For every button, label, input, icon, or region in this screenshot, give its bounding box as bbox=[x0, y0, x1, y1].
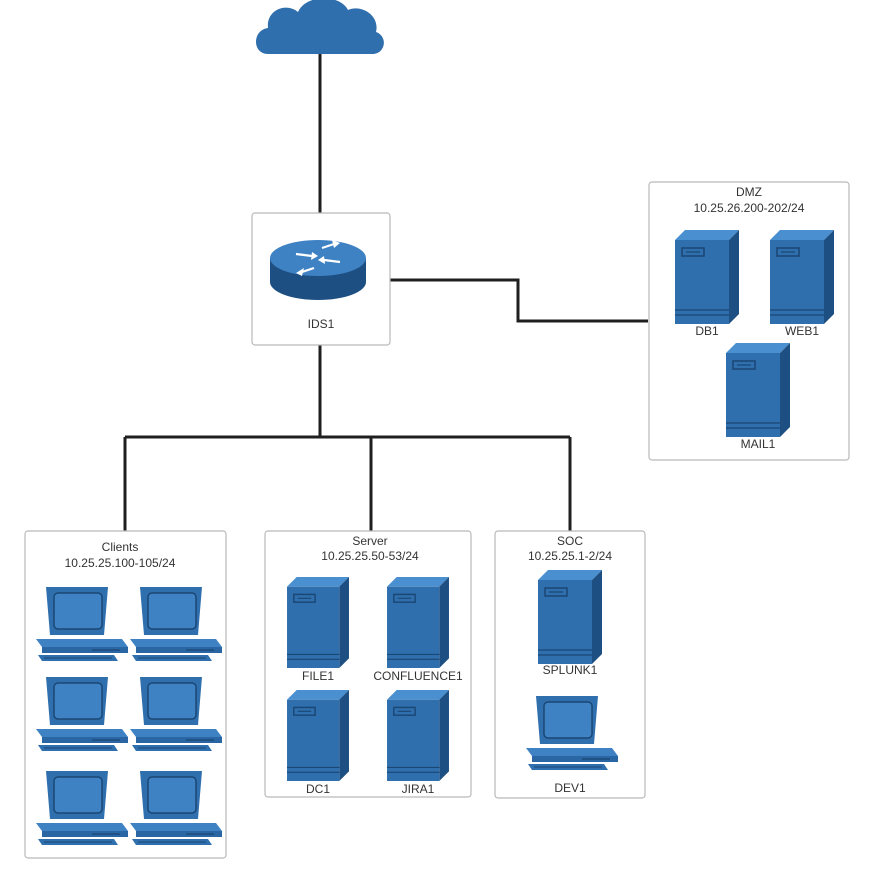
clients-subnet: 10.25.25.100-105/24 bbox=[65, 556, 176, 570]
server-icon bbox=[726, 343, 790, 437]
server-subnet: 10.25.25.50-53/24 bbox=[321, 549, 419, 563]
server-label-db1: DB1 bbox=[695, 324, 719, 338]
router-label: IDS1 bbox=[308, 317, 335, 331]
server-icon bbox=[538, 570, 602, 664]
dmz-title: DMZ bbox=[736, 185, 762, 199]
server-icon bbox=[387, 690, 449, 781]
soc-title: SOC bbox=[557, 534, 583, 548]
dmz-subnet: 10.25.26.200-202/24 bbox=[694, 201, 805, 215]
server-icon bbox=[387, 577, 449, 668]
connections bbox=[123, 50, 648, 531]
clients-group: Clients 10.25.25.100-105/24 bbox=[24, 530, 227, 859]
dmz-group: DMZ 10.25.26.200-202/24 DB1 WEB1 MAIL1 bbox=[648, 181, 850, 461]
dmz-link bbox=[390, 278, 648, 323]
server-label-splunk1: SPLUNK1 bbox=[543, 663, 598, 677]
server-label-file1: FILE1 bbox=[302, 669, 334, 683]
soc-group: SOC 10.25.25.1-2/24 SPLUNK1 DEV1 bbox=[494, 530, 646, 799]
soc-subnet: 10.25.25.1-2/24 bbox=[528, 549, 612, 563]
server-icon bbox=[675, 230, 739, 324]
server-icon bbox=[287, 690, 349, 781]
clients-title: Clients bbox=[102, 540, 139, 554]
server-label-jira1: JIRA1 bbox=[402, 782, 435, 796]
server-label-dc1: DC1 bbox=[306, 782, 330, 796]
server-label-web1: WEB1 bbox=[785, 324, 819, 338]
workstation-label-dev1: DEV1 bbox=[554, 781, 586, 795]
server-label-confluence1: CONFLUENCE1 bbox=[373, 669, 463, 683]
server-group: Server 10.25.25.50-53/24 FILE1 CONFLUENC… bbox=[264, 530, 472, 798]
soc-box bbox=[494, 530, 646, 799]
router-icon bbox=[270, 240, 366, 300]
server-title: Server bbox=[352, 534, 387, 548]
server-label-mail1: MAIL1 bbox=[741, 437, 776, 451]
server-icon bbox=[287, 577, 349, 668]
cloud-icon bbox=[256, 0, 384, 54]
router-node: IDS1 bbox=[251, 212, 391, 346]
server-icon bbox=[770, 230, 834, 324]
